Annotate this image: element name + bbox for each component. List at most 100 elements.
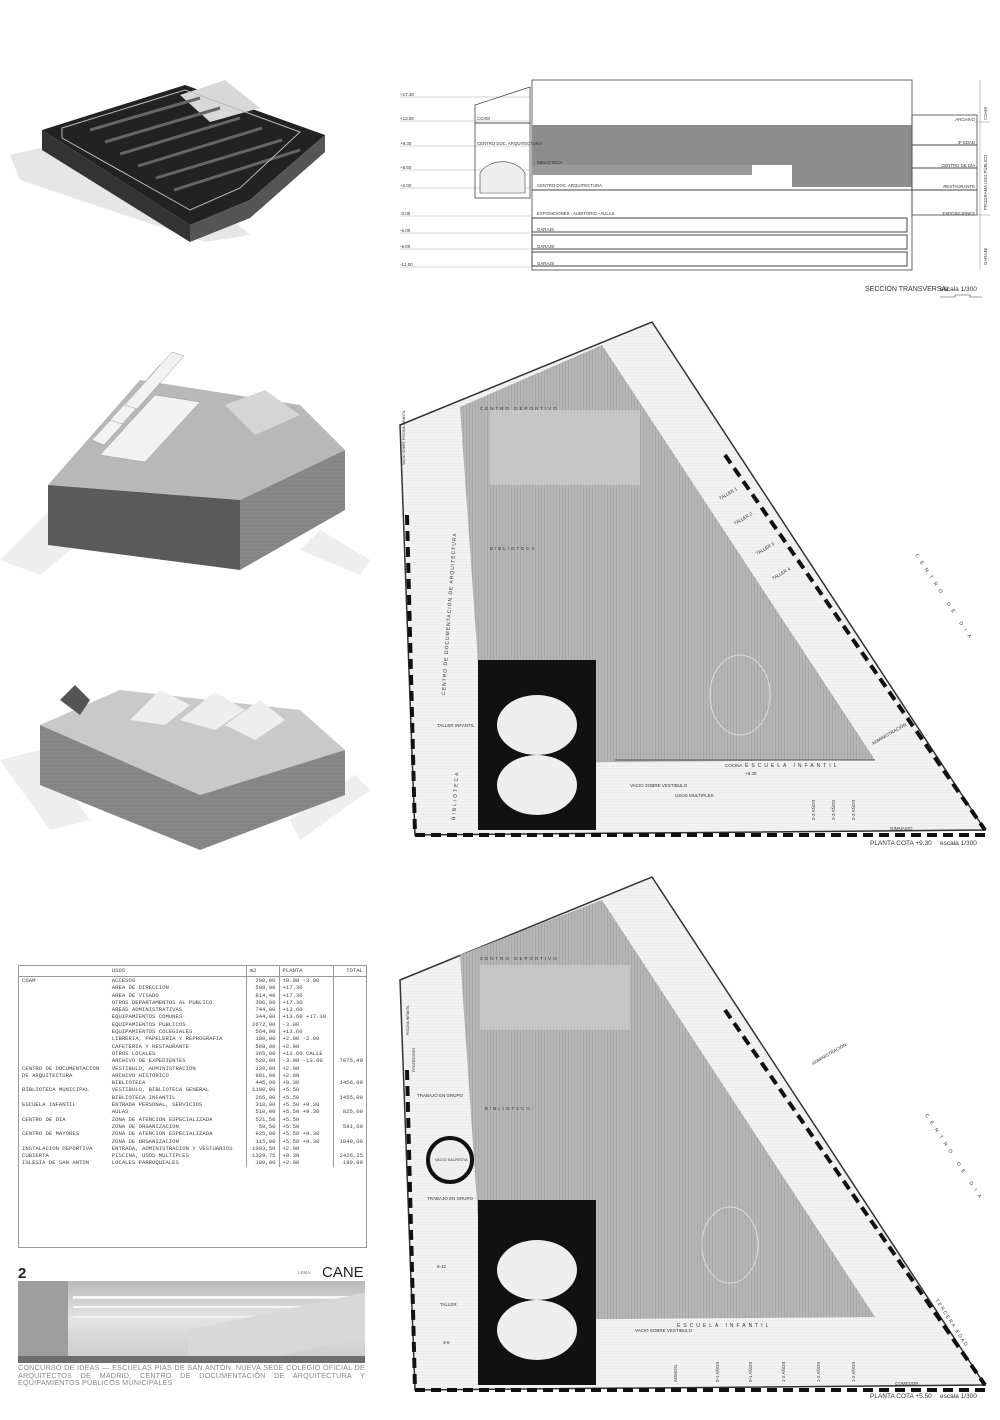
table-cell: +5.50 +9.30 [278,1101,334,1109]
table-cell [333,1086,366,1094]
table-cell [333,1028,366,1036]
table-cell: +2.00 [278,1064,334,1072]
table-header-cell: TOTAL [333,966,366,977]
level-label: +2.00 [400,183,412,188]
table-cell [333,1006,366,1014]
level-label: -6.00 [400,228,411,233]
table-cell: +13.60 +17.30 [278,1013,334,1021]
footer-text: CONCURSO DE IDEAS — ESCUELAS PIAS DE SAN… [18,1363,365,1388]
level-label: -12.00 [400,262,413,267]
table-cell: VESTIBULO, BIBLIOTECA GENERAL [111,1086,210,1094]
axonometric-views [0,80,370,850]
table-cell: +5.50 [278,1093,334,1102]
table-cell: +5.50 +9.30 [278,1137,334,1145]
table-cell: +2.00 -2.00 [278,1035,334,1043]
table-cell [19,999,109,1006]
plan-label: BIBLIOTECA [451,770,460,820]
plan-label: TRABAJO EN GRUPO [427,1196,474,1201]
room-label: GARAJE [537,227,554,232]
table-cell: 1456,00 [333,1079,366,1087]
table-cell: 521,50 [245,1115,279,1123]
table-cell: ENTRADA, ADMINISTRACION Y VESTUARIOS [111,1144,233,1152]
level-label: -9.00 [400,244,411,249]
table-cell: +2.00 [278,1159,334,1167]
table-cell: ZONA DE ATENCION ESPECIALIZADA [111,1130,213,1138]
table-cell: AULAS [111,1108,129,1116]
room-label: COAM [477,116,490,121]
plan-label: 2-3 AÑOS [850,800,856,820]
table-cell: 265,00 [245,1093,279,1102]
room-label: CENTRO DOC. ARQUITECTURA [477,141,542,146]
table-cell [333,991,366,999]
interior-render [18,1281,365,1363]
side-label: PROGRAMA USO PÚBLICO [983,154,988,210]
level-label: +9.30 [400,141,412,146]
table-cell: +13.60 CALLE [278,1049,334,1058]
table-cell [333,1049,366,1058]
plan-label: VACIO SACRISTIA [435,1158,468,1162]
table-cell: 180,00 [245,1159,279,1167]
plan-label: 0-1 AÑOS [714,1362,720,1382]
table-cell [333,1013,366,1021]
table-cell [19,1138,109,1145]
table-row: LIBRERIA, PAPELERIA Y REPROGRAFIA 180,00+… [19,1035,366,1043]
table-cell: 200,00 [245,976,279,985]
plan-title: PLANTA COTA +5.50 [870,1393,932,1400]
plan-label: 1-2 AÑOS [850,1362,856,1382]
table-cell: ZONA DE ORGANIZACION [111,1137,179,1145]
section-scale: escala 1/300 [940,286,977,293]
table-cell: 365,00 [245,1049,279,1058]
table-row: INSTALACION DEPORTIVA ENTRADA, ADMINISTRA… [19,1144,366,1153]
table-cell: 814,40 [245,991,279,999]
plan-label: VACIO SOBRE VESTIBULO [635,1328,693,1333]
cross-section-drawing: +17.30 +13.60 +9.30 +5.50 +2.00 -3.00 -6… [400,79,990,298]
table-cell [333,1130,366,1138]
table-cell: 564,00 [245,1028,279,1036]
table-cell: IGLESIA DE SAN ANTON [22,1159,90,1167]
table-cell: +9.30 [278,1152,334,1160]
table-cell: EQUIPAMIENTOS PUBLICOS [111,1020,186,1028]
room-label: GARAJE [537,244,554,249]
table-cell: BIBLIOTECA INFANTIL [111,1093,176,1101]
plan-label: BIBLIOTECA [490,546,537,551]
plan-label: CENTRO DE DIA [913,553,975,644]
table-cell: 180,00 [333,1159,366,1167]
table-cell: COAM [22,977,36,984]
level-label: +17.30 [400,92,414,97]
lema-label: LEMA: [298,1270,312,1275]
table-cell: 744,00 [245,1006,279,1014]
table-cell: ACCESOS [111,977,136,984]
side-label: COAM [983,107,988,120]
table-cell: 520,00 [245,1057,279,1065]
table-cell: LIBRERIA, PAPELERIA Y REPROGRAFIA [111,1035,223,1043]
table-cell: INSTALACION DEPORTIVA [22,1144,93,1152]
table-cell: ARCHIVO HISTORICO [111,1071,169,1079]
room-label: EXPOSICIONES - AUDITORIO - AULAS [537,211,615,216]
table-cell: +13.60 [278,1028,334,1036]
table-cell: 180,00 [245,1035,279,1043]
table-cell: CUBIERTA [22,1152,49,1160]
table-cell: 568,00 [245,1042,279,1050]
table-cell: 7875,40 [333,1057,366,1065]
table-cell: 581,00 [333,1122,366,1131]
table-cell: ZONA DE ATENCION ESPECIALIZADA [111,1115,213,1123]
room-label: RESTAURANTE [943,184,975,189]
table-cell: -3.00 [278,1020,334,1029]
table-cell [19,1050,109,1057]
table-cell: AREAS ADMINISTRATIVAS [111,1006,183,1014]
plan-label: ADMINISTRACIÓN [811,1041,848,1066]
table-cell [19,1006,109,1013]
table-cell: CENTRO DE DOCUMENTACION [22,1064,100,1072]
plan-label: ADMON. [673,1364,678,1382]
plan-label: TALLER [440,1302,457,1307]
table-cell: ZONA DE ORGANIZACION [111,1122,179,1130]
table-cell: 396,00 [245,998,279,1007]
